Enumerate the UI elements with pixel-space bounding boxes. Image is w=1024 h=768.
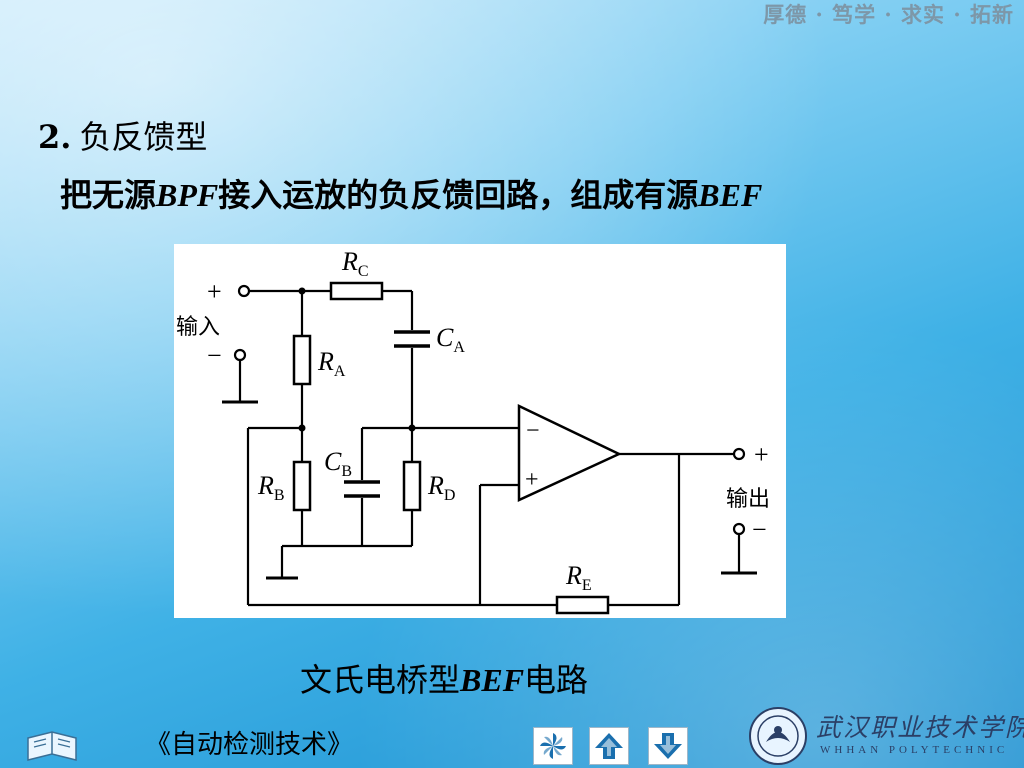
next-page-button[interactable] — [648, 727, 688, 765]
circuit-svg: − + + 输入 − + 输出 − RC CA RA CB RB RD RE — [176, 247, 770, 615]
label-ca: CA — [436, 323, 465, 356]
resistor-rc — [329, 281, 384, 301]
resistor-re — [555, 595, 610, 615]
menu-button[interactable] — [533, 727, 573, 765]
capacitor-cb — [344, 480, 380, 498]
label-cb: CB — [324, 447, 352, 480]
school-motto: 厚德 · 笃学 · 求实 · 拓新 — [763, 2, 1014, 27]
label-rc: RC — [341, 247, 369, 280]
opamp-minus-sign: − — [526, 418, 540, 444]
node-dot — [298, 287, 306, 295]
input-label: 输入 — [176, 315, 220, 340]
previous-page-button[interactable] — [589, 727, 629, 765]
resistor-rb — [292, 460, 312, 512]
label-rb: RB — [257, 471, 285, 504]
caption-part-1: 文氏电桥型 — [300, 661, 461, 699]
heading-number: 2. — [38, 118, 72, 156]
desc-part-1: 把无源 — [60, 176, 157, 214]
node-dot — [408, 424, 416, 432]
pinwheel-icon — [540, 733, 566, 759]
opamp-plus-sign: + — [525, 467, 539, 493]
desc-part-2: 接入运放的负反馈回路，组成有源 — [218, 176, 699, 214]
book-icon — [27, 731, 77, 761]
input-plus-label: + — [207, 277, 222, 306]
output-plus-label: + — [754, 440, 769, 469]
resistor-ra — [292, 334, 312, 386]
node-dot — [298, 424, 306, 432]
arrow-down-icon — [654, 733, 682, 759]
school-name-english: WHHAN POLYTECHNIC — [820, 744, 1009, 756]
figure-caption: 文氏电桥型BEF电路 — [300, 655, 588, 701]
capacitor-ca — [394, 330, 430, 348]
circuit-wires — [222, 284, 757, 607]
label-re: RE — [565, 561, 592, 594]
caption-part-2: 电路 — [524, 661, 589, 699]
heading-text: 负反馈型 — [79, 118, 208, 156]
label-rd: RD — [427, 471, 455, 504]
resistor-rd — [402, 460, 422, 512]
output-minus-label: − — [752, 515, 767, 544]
section-heading: 2.负反馈型 — [38, 112, 207, 158]
desc-bef: BEF — [698, 177, 763, 213]
desc-bpf: BPF — [156, 177, 219, 213]
label-ra: RA — [317, 347, 346, 380]
school-name: 武汉职业技术学院 — [816, 713, 1024, 742]
description-line: 把无源BPF接入运放的负反馈回路，组成有源BEF — [60, 170, 762, 216]
op-amp-symbol — [517, 404, 622, 502]
school-emblem-icon — [749, 707, 807, 765]
input-minus-label: − — [207, 341, 222, 370]
course-title: 《自动检测技术》 — [145, 730, 354, 760]
arrow-up-icon — [595, 733, 623, 759]
output-label: 输出 — [726, 487, 770, 512]
school-logo: 武汉职业技术学院 WHHAN POLYTECHNIC — [748, 706, 1024, 766]
circuit-diagram: − + + 输入 − + 输出 − RC CA RA CB RB RD RE — [174, 244, 786, 618]
caption-bef: BEF — [460, 662, 525, 698]
